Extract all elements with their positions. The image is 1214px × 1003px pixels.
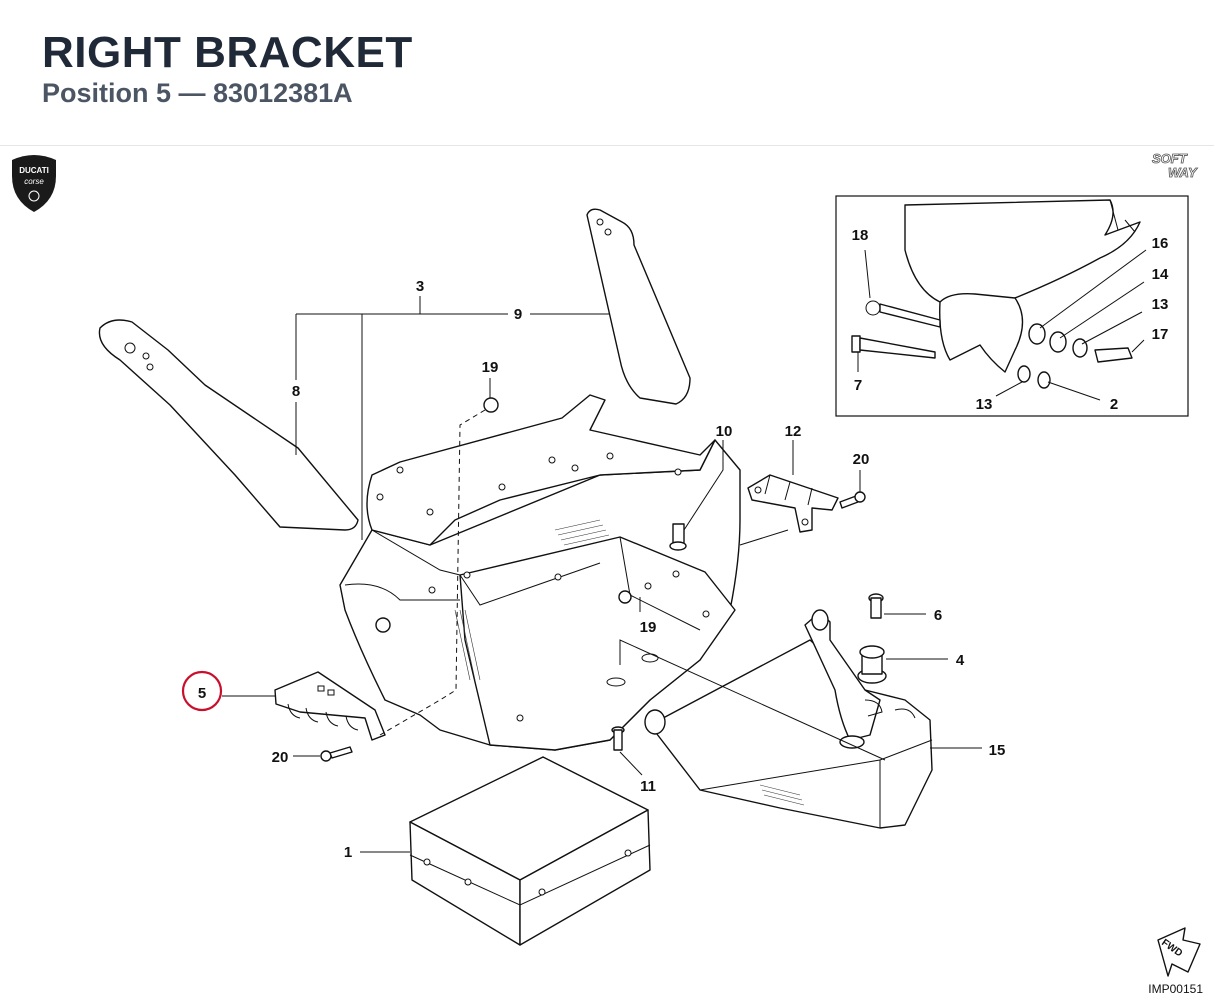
label-14: 14 <box>1152 266 1169 283</box>
label-6: 6 <box>934 607 942 624</box>
leader-lines <box>222 249 1147 853</box>
label-8: 8 <box>292 383 300 400</box>
label-11: 11 <box>640 778 656 795</box>
label-17: 17 <box>1152 326 1169 343</box>
softway-text-2: WAY <box>1168 165 1198 180</box>
label-16: 16 <box>1152 235 1169 252</box>
logo-brand-text: DUCATI <box>19 166 49 175</box>
part-9-fin <box>586 208 691 405</box>
label-20-bottom: 20 <box>272 749 289 766</box>
part-labels: 3 9 8 19 10 12 20 19 5 20 11 1 6 4 15 18… <box>198 227 1169 861</box>
label-4: 4 <box>956 652 965 669</box>
label-12: 12 <box>785 423 802 440</box>
part-12-bracket <box>747 474 839 533</box>
label-3: 3 <box>416 278 424 295</box>
part-6-screw <box>868 593 884 619</box>
label-9: 9 <box>514 306 522 323</box>
label-1: 1 <box>344 844 352 861</box>
drawing-code: IMP00151 <box>1148 982 1203 996</box>
label-18: 18 <box>852 227 869 244</box>
ducati-corse-logo: DUCATI corse <box>12 155 56 212</box>
part-4-rubber-grommet <box>857 645 887 684</box>
label-15: 15 <box>989 742 1006 759</box>
softway-logo: SOFT WAY <box>1152 151 1199 181</box>
part-11-bolt <box>611 726 625 751</box>
page-subtitle: Position 5 — 83012381A <box>42 78 353 108</box>
part-19-nuts <box>483 397 632 604</box>
label-19-top: 19 <box>482 359 499 376</box>
fwd-arrow-icon: FWD <box>1157 927 1201 977</box>
part-20-screw-upper <box>839 491 866 509</box>
label-13-lower: 13 <box>976 396 993 413</box>
header: RIGHT BRACKET Position 5 — 83012381A <box>0 0 1214 146</box>
softway-text-1: SOFT <box>1152 151 1188 166</box>
label-2: 2 <box>1110 396 1118 413</box>
part-5-right-bracket <box>274 671 386 741</box>
part-15-lower-bracket <box>644 609 933 829</box>
logo-sub-text: corse <box>24 177 44 186</box>
label-13-upper: 13 <box>1152 296 1169 313</box>
page-title: RIGHT BRACKET <box>42 28 413 77</box>
label-7: 7 <box>854 377 862 394</box>
label-19-mid: 19 <box>640 619 657 636</box>
part-3-main-bracket <box>339 394 741 751</box>
label-5-highlighted: 5 <box>198 685 206 702</box>
label-20-top: 20 <box>853 451 870 468</box>
part-8-strap <box>98 319 359 531</box>
part-10-bolt <box>669 523 687 551</box>
label-10: 10 <box>716 423 733 440</box>
detail-inset-drawing <box>851 199 1141 389</box>
highlight-circle-position-5 <box>181 670 223 712</box>
part-1-control-box <box>409 756 651 946</box>
part-20-screw-lower <box>320 746 353 762</box>
